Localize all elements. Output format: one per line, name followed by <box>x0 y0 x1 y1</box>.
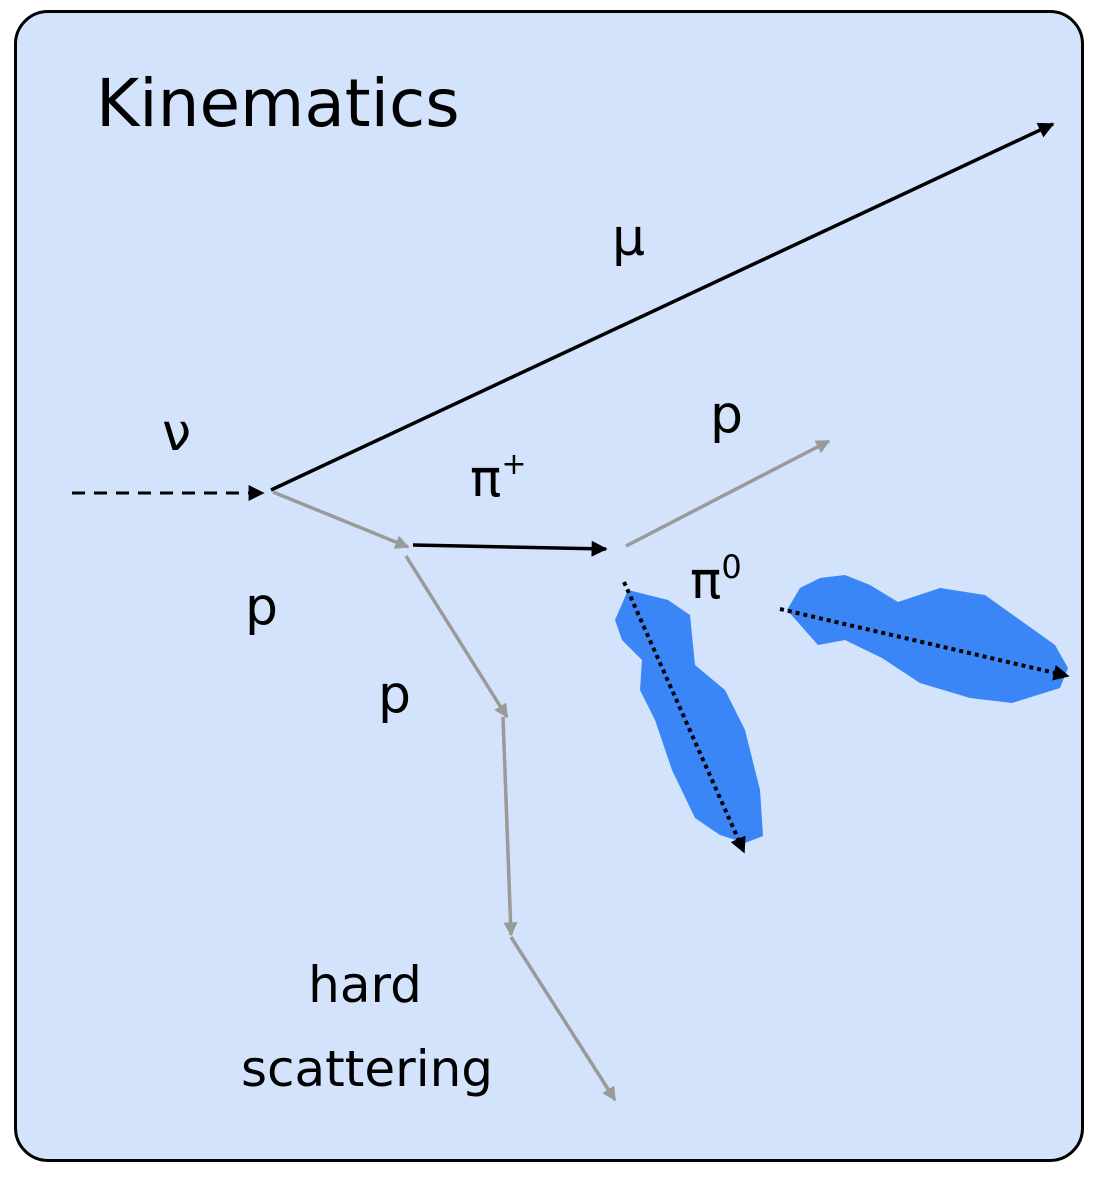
hard-scattering-label-line2: scattering <box>241 1040 493 1098</box>
pion-plus-charge: + <box>501 447 526 482</box>
muon-track <box>270 122 1055 492</box>
proton-recoil-track <box>404 555 509 719</box>
neutrino-label: ν <box>162 403 191 463</box>
diagram-title: Kinematics <box>96 65 460 142</box>
hard-scattering-label-line1: hard <box>308 956 422 1014</box>
proton-rescatter-track <box>501 716 518 937</box>
shower-blob-left <box>615 590 763 843</box>
photon-track-right <box>779 607 1070 681</box>
diagram-panel <box>14 10 1084 1162</box>
muon-label: μ <box>612 208 645 268</box>
proton-initial-track <box>272 490 410 549</box>
shower-blob-right <box>787 575 1068 703</box>
photon-track-left <box>622 581 746 854</box>
pion-zero-label: π0 <box>690 548 742 611</box>
pion-plus-symbol: π <box>470 449 501 509</box>
pion-zero-symbol: π <box>690 551 721 611</box>
pion-plus-label: π+ <box>470 447 526 509</box>
pion-zero-charge: 0 <box>721 548 741 586</box>
proton-initial-label: p <box>245 577 278 637</box>
proton-from-pion-label: p <box>710 385 743 445</box>
pion-plus-track <box>412 540 608 557</box>
proton-hard-scatter-track <box>509 936 617 1102</box>
proton-recoil-label: p <box>378 665 411 725</box>
proton-secondary-track <box>625 439 831 548</box>
